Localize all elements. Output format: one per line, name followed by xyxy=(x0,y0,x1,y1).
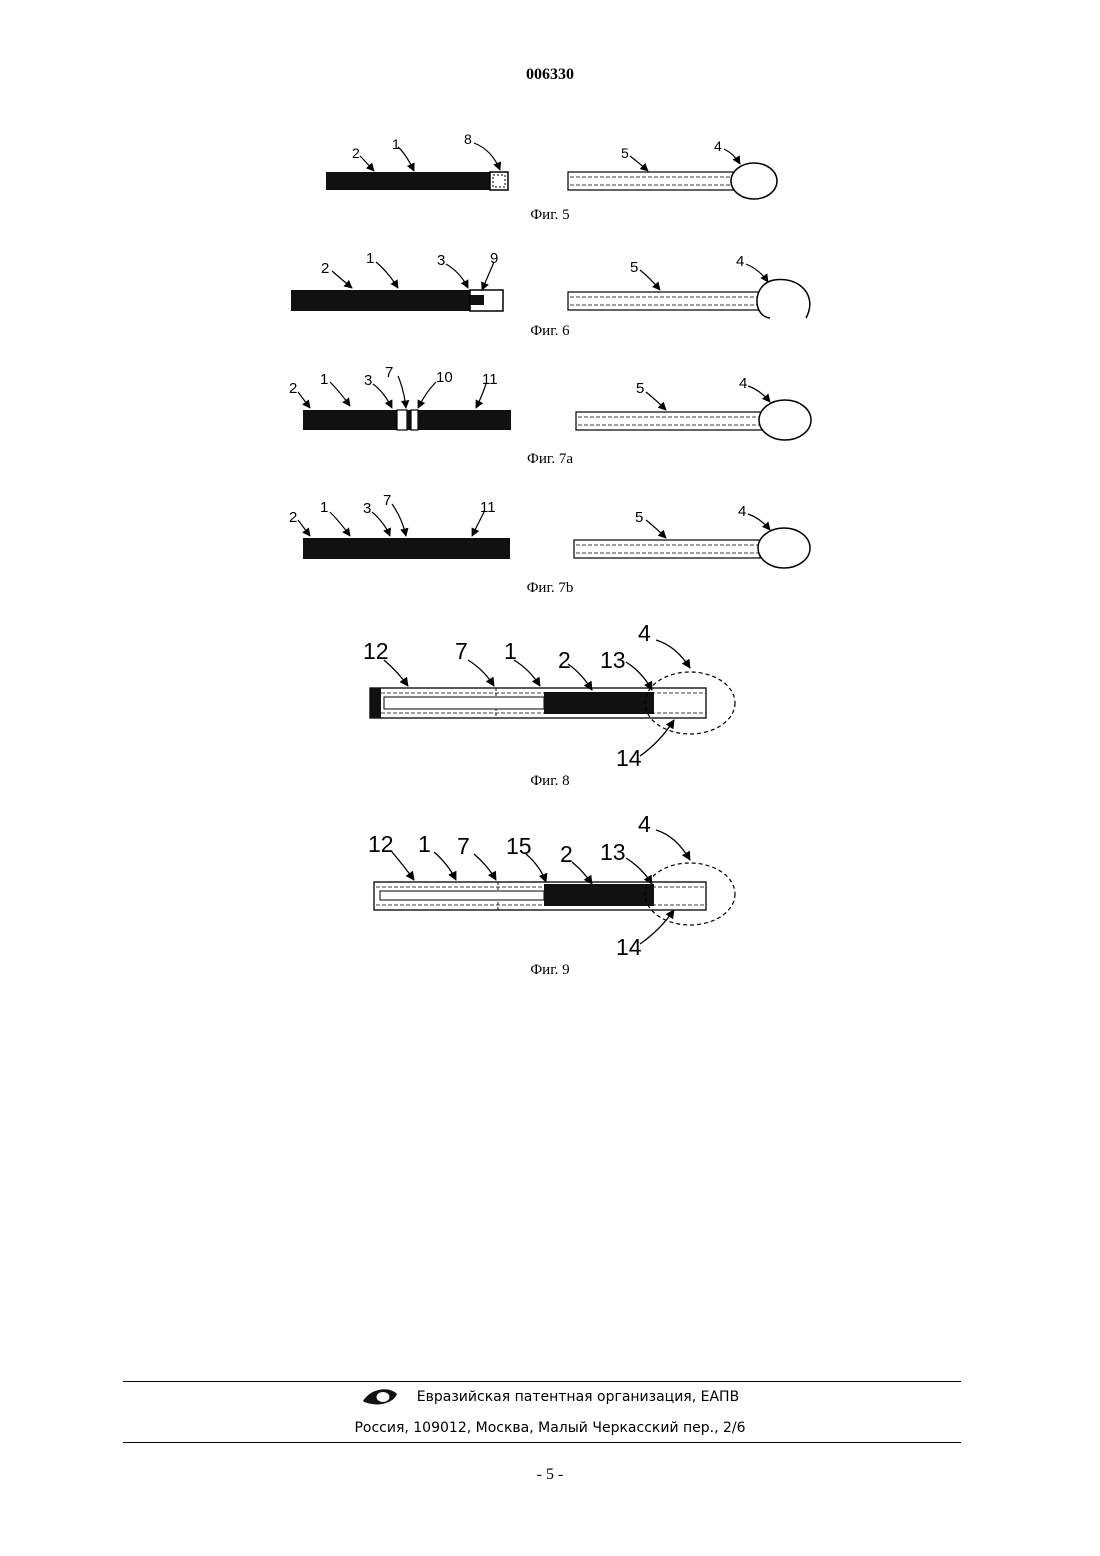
callout-7: 7 xyxy=(385,364,393,381)
tube xyxy=(574,540,760,558)
callout-10: 10 xyxy=(436,369,453,386)
callout-9: 9 xyxy=(490,250,498,267)
callout-2: 2 xyxy=(321,260,329,277)
callout-7: 7 xyxy=(455,638,468,664)
callout-15: 15 xyxy=(506,833,532,859)
black-core xyxy=(544,884,654,906)
figure-caption: Фиг. 6 xyxy=(530,323,570,339)
footer-organization: Евразийская патентная организация, ЕАПВ xyxy=(0,1386,1100,1412)
rod-body xyxy=(303,538,510,559)
figure-caption: Фиг. 7b xyxy=(527,580,574,596)
callout-5: 5 xyxy=(636,380,644,397)
rod-body xyxy=(291,290,470,311)
figure-6: 2 1 3 9 5 4 Фиг. 6 xyxy=(291,250,810,339)
callout-1: 1 xyxy=(366,250,374,267)
gap-segment xyxy=(411,410,418,430)
figure-caption: Фиг. 7a xyxy=(527,451,573,467)
callout-5: 5 xyxy=(621,145,629,161)
callout-8: 8 xyxy=(464,131,472,147)
callout-1: 1 xyxy=(392,136,400,152)
callout-14: 14 xyxy=(616,745,642,771)
divider xyxy=(407,410,411,430)
figure-5: 2 1 8 5 4 Фиг. 5 xyxy=(326,131,777,223)
tube xyxy=(576,412,762,430)
footer-address: Россия, 109012, Москва, Малый Черкасский… xyxy=(0,1420,1100,1436)
callout-5: 5 xyxy=(635,509,643,526)
callout-5: 5 xyxy=(630,259,638,276)
callout-1: 1 xyxy=(504,638,517,664)
callout-7: 7 xyxy=(383,492,391,509)
organization-name: Евразийская патентная организация, ЕАПВ xyxy=(417,1389,739,1405)
callout-2: 2 xyxy=(289,380,297,397)
footer-bottom-rule xyxy=(123,1442,961,1443)
callout-3: 3 xyxy=(363,500,371,517)
callout-12: 12 xyxy=(368,831,394,857)
callout-4: 4 xyxy=(638,620,651,646)
figure-9: 12 1 7 15 2 13 4 14 Фиг. 9 xyxy=(368,811,735,978)
callout-12: 12 xyxy=(363,638,389,664)
figure-caption: Фиг. 5 xyxy=(530,207,569,223)
patent-drawings: 2 1 8 5 4 Фиг. 5 2 1 3 9 5 4 Фиг. 6 xyxy=(0,0,1100,1000)
bulb xyxy=(731,163,777,199)
callout-1: 1 xyxy=(320,371,328,388)
eye-logo-icon xyxy=(361,1386,399,1408)
tube xyxy=(568,172,734,190)
callout-7: 7 xyxy=(457,833,470,859)
callout-11: 11 xyxy=(480,499,496,516)
callout-3: 3 xyxy=(437,252,445,269)
bulb xyxy=(757,279,810,318)
footer-top-rule xyxy=(123,1381,961,1382)
callout-4: 4 xyxy=(738,503,746,520)
figure-caption: Фиг. 9 xyxy=(530,962,569,978)
rod-notch xyxy=(470,295,484,305)
bulb xyxy=(759,400,811,440)
gap-segment xyxy=(397,410,407,430)
callout-1: 1 xyxy=(320,499,328,516)
rod-body xyxy=(326,172,490,190)
callout-4: 4 xyxy=(736,253,744,270)
end-cap xyxy=(370,688,381,718)
figure-caption: Фиг. 8 xyxy=(530,773,569,789)
figure-7b: 2 1 3 7 11 5 4 Фиг. 7b xyxy=(289,492,810,596)
callout-2: 2 xyxy=(558,647,571,673)
callout-14: 14 xyxy=(616,934,642,960)
figure-8: 12 7 1 2 13 4 14 Фиг. 8 xyxy=(363,620,735,789)
black-core xyxy=(544,692,654,714)
callout-1: 1 xyxy=(418,831,431,857)
callout-3: 3 xyxy=(364,372,372,389)
callout-4: 4 xyxy=(714,138,722,154)
callout-2: 2 xyxy=(289,509,297,526)
rod-right xyxy=(418,410,511,430)
callout-4: 4 xyxy=(638,811,651,837)
inner-rod xyxy=(380,891,544,900)
callout-11: 11 xyxy=(482,371,498,388)
rod-left xyxy=(303,410,397,430)
callout-2: 2 xyxy=(352,145,360,161)
tube xyxy=(568,292,760,310)
bulb xyxy=(758,528,810,568)
figure-7a: 2 1 3 7 10 11 5 4 Фиг. 7a xyxy=(289,364,811,467)
callout-2: 2 xyxy=(560,841,573,867)
callout-13: 13 xyxy=(600,839,626,865)
callout-13: 13 xyxy=(600,647,626,673)
inner-rod xyxy=(384,697,544,709)
callout-4: 4 xyxy=(739,375,747,392)
page-number: - 5 - xyxy=(0,1466,1100,1484)
